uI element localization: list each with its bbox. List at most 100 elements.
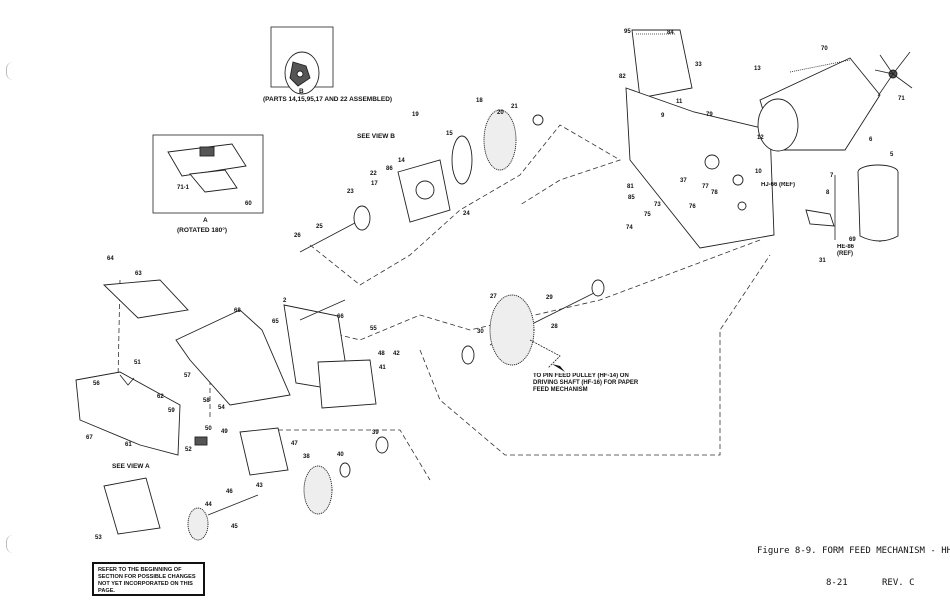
part-label: 86 xyxy=(386,166,393,172)
part-label: 84 xyxy=(667,30,674,36)
part-label: 11 xyxy=(676,99,683,105)
part-label: 73 xyxy=(654,202,661,208)
motor-47-illustration xyxy=(239,427,289,476)
washer-26c-illustration xyxy=(591,279,605,297)
part-label: 51 xyxy=(134,360,141,366)
part-label: 22 xyxy=(370,171,377,177)
part-label: 74 xyxy=(626,225,633,231)
spring-51-illustration xyxy=(119,374,135,386)
part-label: 66 xyxy=(337,314,344,320)
part-label: 17 xyxy=(371,181,378,187)
part-label: 57 xyxy=(184,373,191,379)
change-notice-box: REFER TO THE BEGINNING OF SECTION FOR PO… xyxy=(92,562,205,596)
see-view-b-callout: SEE VIEW B xyxy=(357,133,395,140)
part-label: 44 xyxy=(205,502,212,508)
part-label: 52 xyxy=(185,447,192,453)
plate-64-illustration xyxy=(102,279,189,319)
part-label: 20 xyxy=(497,110,504,116)
part-label: 68 xyxy=(234,308,241,314)
inset-view-a-caption: (ROTATED 180°) xyxy=(177,226,227,234)
hub-14-illustration xyxy=(415,180,435,200)
part-label: 49 xyxy=(221,429,228,435)
part-label: 45 xyxy=(231,524,238,530)
clip-illustration xyxy=(805,209,835,227)
arrow-pin-feed xyxy=(552,364,565,372)
bearing-39-illustration xyxy=(375,436,389,454)
part-label: 46 xyxy=(226,489,233,495)
part-label: 79 xyxy=(706,112,713,118)
assembled-hub-illustration xyxy=(296,70,304,78)
part-label: 14 xyxy=(398,158,405,164)
part-label: 15 xyxy=(446,131,453,137)
part-label: 43 xyxy=(256,483,263,489)
part-label: 59 xyxy=(168,408,175,414)
motor-fins xyxy=(789,59,851,73)
ref-hj66-wrapper: HJ-66 (REF) xyxy=(761,182,795,188)
upper-shaft-assembly xyxy=(299,109,544,253)
shaft-46-illustration xyxy=(207,494,259,516)
part-label: 63 xyxy=(135,271,142,277)
part-label: 33 xyxy=(695,62,702,68)
part-label: 71 xyxy=(898,96,905,102)
inset-view-a-frame xyxy=(152,134,264,214)
part-label: 42 xyxy=(393,351,400,357)
inset-view-a-letter: A xyxy=(203,217,208,224)
bottom-path xyxy=(270,429,431,481)
lever-illustration xyxy=(189,169,238,193)
part-label: 47 xyxy=(291,441,298,447)
part-label: 2 xyxy=(283,298,287,304)
part-label: 37 xyxy=(680,178,687,184)
inset-view-b-caption: (PARTS 14,15,95,17 AND 22 ASSEMBLED) xyxy=(263,96,392,103)
part-label: 41 xyxy=(379,365,386,371)
gear-18-illustration xyxy=(483,109,517,171)
motor-assembly xyxy=(625,29,913,249)
part-label: 21 xyxy=(511,104,518,110)
gear-38-illustration xyxy=(303,465,333,515)
gear-44-illustration xyxy=(187,507,209,541)
plate-hole-illustration xyxy=(737,201,747,211)
washer-26b-illustration xyxy=(461,345,475,365)
part-label: 54 xyxy=(218,405,225,411)
part-label: 7 xyxy=(830,173,834,179)
part-label: 77 xyxy=(702,184,709,190)
part-label: 70 xyxy=(821,46,828,52)
inset-view-a: A (ROTATED 180°) xyxy=(152,134,264,234)
part-label: 85 xyxy=(628,195,635,201)
capacitor-body-illustration xyxy=(857,171,899,242)
part-label: 58 xyxy=(203,398,210,404)
part-label: 82 xyxy=(619,74,626,80)
part-label: 18 xyxy=(476,98,483,104)
motor-mount-plate-illustration xyxy=(625,87,775,249)
part-label: 29 xyxy=(546,295,553,301)
inset-view-b: B (PARTS 14,15,95,17 AND 22 ASSEMBLED) xyxy=(263,26,392,103)
left-frame-assembly xyxy=(75,279,389,541)
disc-15-illustration xyxy=(451,135,473,185)
part-label: 13 xyxy=(754,66,761,72)
part-label: 50 xyxy=(205,426,212,432)
part-label: 5 xyxy=(890,152,894,158)
part-label: 28 xyxy=(551,324,558,330)
center-gear-assembly xyxy=(461,279,605,372)
part-label: 78 xyxy=(711,190,718,196)
part-label: 81 xyxy=(627,184,634,190)
washer-26-illustration xyxy=(532,114,544,126)
part-label: 56 xyxy=(93,381,100,387)
part-label: 60 xyxy=(245,201,252,207)
ref-he86-callout: HE-86 (REF) xyxy=(837,244,855,257)
part-label: 76 xyxy=(689,204,696,210)
part-label: 26 xyxy=(294,233,301,239)
part-label: 23 xyxy=(347,189,354,195)
part-label: 19 xyxy=(412,112,419,118)
part-label: 40 xyxy=(337,452,344,458)
pin-feed-note-wrapper: TO PIN FEED PULLEY (HF-14) ON DRIVING SH… xyxy=(533,373,638,393)
shaft-66-illustration xyxy=(299,299,346,321)
part-label: 38 xyxy=(303,454,310,460)
page-number: 8-21 xyxy=(826,578,848,588)
hub-23-illustration xyxy=(353,205,371,231)
part-label: 48 xyxy=(378,351,385,357)
part-label: 31 xyxy=(819,258,826,264)
part-label: 53 xyxy=(95,535,102,541)
chain-illustration xyxy=(529,339,561,369)
part-label: 69 xyxy=(849,237,856,243)
